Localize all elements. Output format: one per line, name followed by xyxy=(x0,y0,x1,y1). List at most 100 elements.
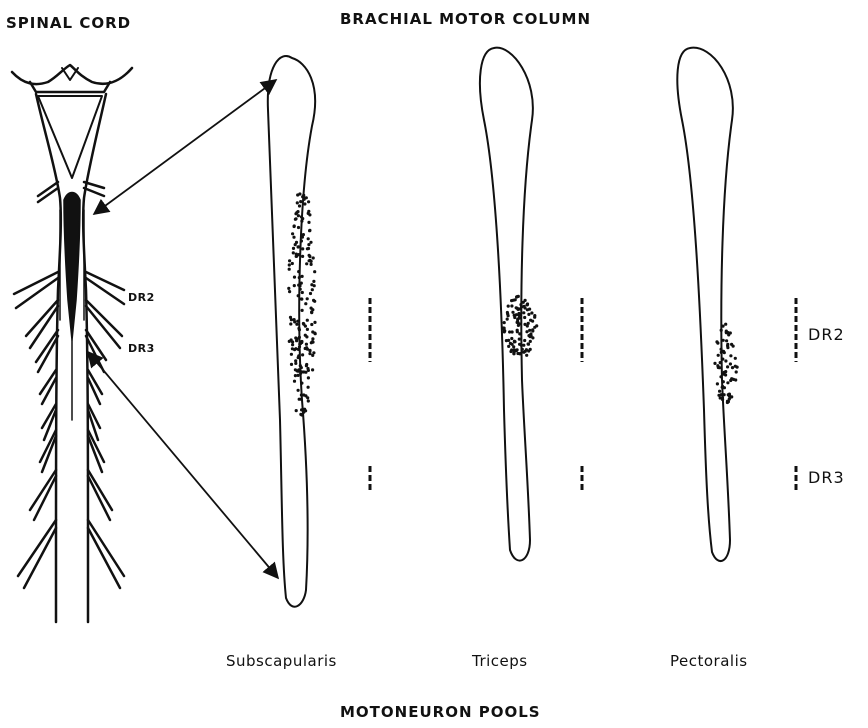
triceps-motoneuron-dot xyxy=(516,295,519,298)
subscapularis-motoneuron-dot xyxy=(288,268,291,271)
triceps-motoneuron-dot xyxy=(518,322,521,325)
triceps-motoneuron-dot xyxy=(512,299,515,302)
pectoralis-motoneuron-dot xyxy=(715,340,718,343)
subscapularis-motoneuron-dot xyxy=(295,253,298,256)
pectoralis-motoneuron-dot xyxy=(724,323,727,326)
subscapularis-motoneuron-dot xyxy=(295,211,298,214)
subscapularis-motoneuron-dot xyxy=(298,328,301,331)
pectoralis-motoneuron-dot xyxy=(722,380,725,383)
subscapularis-motoneuron-dot xyxy=(300,382,303,385)
subscapularis-motoneuron-dot xyxy=(307,221,310,224)
pectoralis-motoneuron-dot xyxy=(719,375,722,378)
subscapularis-motoneuron-dot xyxy=(313,270,316,273)
subscapularis-motoneuron-dot xyxy=(311,288,314,291)
subscapularis-motoneuron-dot xyxy=(312,256,315,259)
subscapularis-motoneuron-dot xyxy=(307,237,310,240)
pectoralis-motoneuron-dot xyxy=(725,339,728,342)
triceps-motoneuron-dot xyxy=(512,352,515,355)
subscapularis-motoneuron-dot xyxy=(309,292,312,295)
subscapularis-motoneuron-dot xyxy=(310,283,313,286)
triceps-motoneuron-dot xyxy=(520,344,523,347)
subscapularis-motoneuron-dot xyxy=(291,262,294,265)
pectoralis-motoneuron-dot xyxy=(726,346,729,349)
subscapularis-motoneuron-dot xyxy=(297,374,300,377)
triceps-motoneuron-dot xyxy=(506,318,509,321)
subscapularis-motoneuron-dot xyxy=(291,343,294,346)
pectoralis-motoneuron-dot xyxy=(729,354,732,357)
subscapularis-motoneuron-dot xyxy=(296,320,299,323)
pectoralis-motoneuron-dot xyxy=(720,393,723,396)
subscapularis-motoneuron-dot xyxy=(305,262,308,265)
subscapularis-motoneuron-dot xyxy=(303,202,306,205)
subscapularis-motoneuron-dot xyxy=(294,336,297,339)
subscapularis-motoneuron-dot xyxy=(307,376,310,379)
triceps-motoneuron-dot xyxy=(517,317,520,320)
triceps-motoneuron-dot xyxy=(523,316,526,319)
subscapularis-motoneuron-dot xyxy=(292,236,295,239)
pectoralis-motoneuron-dot xyxy=(724,359,727,362)
triceps-motoneuron-dot xyxy=(527,343,530,346)
subscapularis-motoneuron-dot xyxy=(301,275,304,278)
subscapularis-motoneuron-dot xyxy=(297,294,300,297)
subscapularis-motoneuron-dot xyxy=(306,297,309,300)
motoneuron-pool-triceps xyxy=(502,295,539,357)
pectoralis-motoneuron-dot xyxy=(725,331,728,334)
subscapularis-motoneuron-dot xyxy=(293,380,296,383)
subscapularis-motoneuron-dot xyxy=(311,337,314,340)
triceps-motoneuron-dot xyxy=(521,348,524,351)
pectoralis-motoneuron-dot xyxy=(726,365,729,368)
pectoralis-motoneuron-dot xyxy=(729,396,732,399)
subscapularis-motoneuron-dot xyxy=(307,399,310,402)
triceps-motoneuron-dot xyxy=(522,311,525,314)
subscapularis-motoneuron-dot xyxy=(290,318,293,321)
subscapularis-motoneuron-dot xyxy=(311,341,314,344)
triceps-motoneuron-dot xyxy=(511,311,514,314)
triceps-motoneuron-dot xyxy=(523,339,526,342)
pectoralis-motoneuron-dot xyxy=(734,365,737,368)
subscapularis-motoneuron-dot xyxy=(308,229,311,232)
subscapularis-motoneuron-dot xyxy=(296,201,299,204)
subscapularis-motoneuron-dot xyxy=(293,224,296,227)
triceps-motoneuron-dot xyxy=(512,345,515,348)
subscapularis-motoneuron-dot xyxy=(293,284,296,287)
triceps-motoneuron-dot xyxy=(506,311,509,314)
subscapularis-motoneuron-dot xyxy=(298,343,301,346)
subscapularis-motoneuron-dot xyxy=(297,389,300,392)
triceps-motoneuron-dot xyxy=(516,348,519,351)
subscapularis-motoneuron-dot xyxy=(296,193,299,196)
pectoralis-motoneuron-dot xyxy=(730,377,733,380)
subscapularis-motoneuron-dot xyxy=(299,364,302,367)
pectoralis-motoneuron-dot xyxy=(731,366,734,369)
subscapularis-motoneuron-dot xyxy=(312,299,315,302)
subscapularis-motoneuron-dot xyxy=(313,332,316,335)
subscapularis-motoneuron-dot xyxy=(302,323,305,326)
triceps-motoneuron-dot xyxy=(507,314,510,317)
pectoralis-motoneuron-dot xyxy=(729,362,732,365)
pectoralis-motoneuron-dot xyxy=(727,400,730,403)
triceps-motoneuron-dot xyxy=(527,313,530,316)
subscapularis-motoneuron-dot xyxy=(292,247,295,250)
subscapularis-motoneuron-dot xyxy=(304,334,307,337)
root-level-markers xyxy=(370,298,796,490)
pectoralis-motoneuron-dot xyxy=(724,373,727,376)
arrow-lower xyxy=(88,352,278,578)
pectoralis-motoneuron-dot xyxy=(726,381,729,384)
subscapularis-motoneuron-dot xyxy=(298,204,301,207)
subscapularis-motoneuron-dot xyxy=(311,308,314,311)
triceps-motoneuron-dot xyxy=(531,320,534,323)
triceps-motoneuron-dot xyxy=(526,303,529,306)
subscapularis-motoneuron-dot xyxy=(309,241,312,244)
subscapularis-motoneuron-dot xyxy=(305,364,308,367)
pectoralis-motoneuron-dot xyxy=(726,343,729,346)
pectoralis-motoneuron-dot xyxy=(717,354,720,357)
subscapularis-motoneuron-dot xyxy=(294,217,297,220)
pectoralis-motoneuron-dot xyxy=(718,390,721,393)
subscapularis-motoneuron-dot xyxy=(307,386,310,389)
triceps-motoneuron-dot xyxy=(522,351,525,354)
subscapularis-motoneuron-dot xyxy=(311,368,314,371)
subscapularis-motoneuron-dot xyxy=(301,309,304,312)
triceps-motoneuron-dot xyxy=(507,345,510,348)
triceps-motoneuron-dot xyxy=(526,324,529,327)
pectoralis-motoneuron-dot xyxy=(723,351,726,354)
pectoralis-motoneuron-dot xyxy=(734,357,737,360)
